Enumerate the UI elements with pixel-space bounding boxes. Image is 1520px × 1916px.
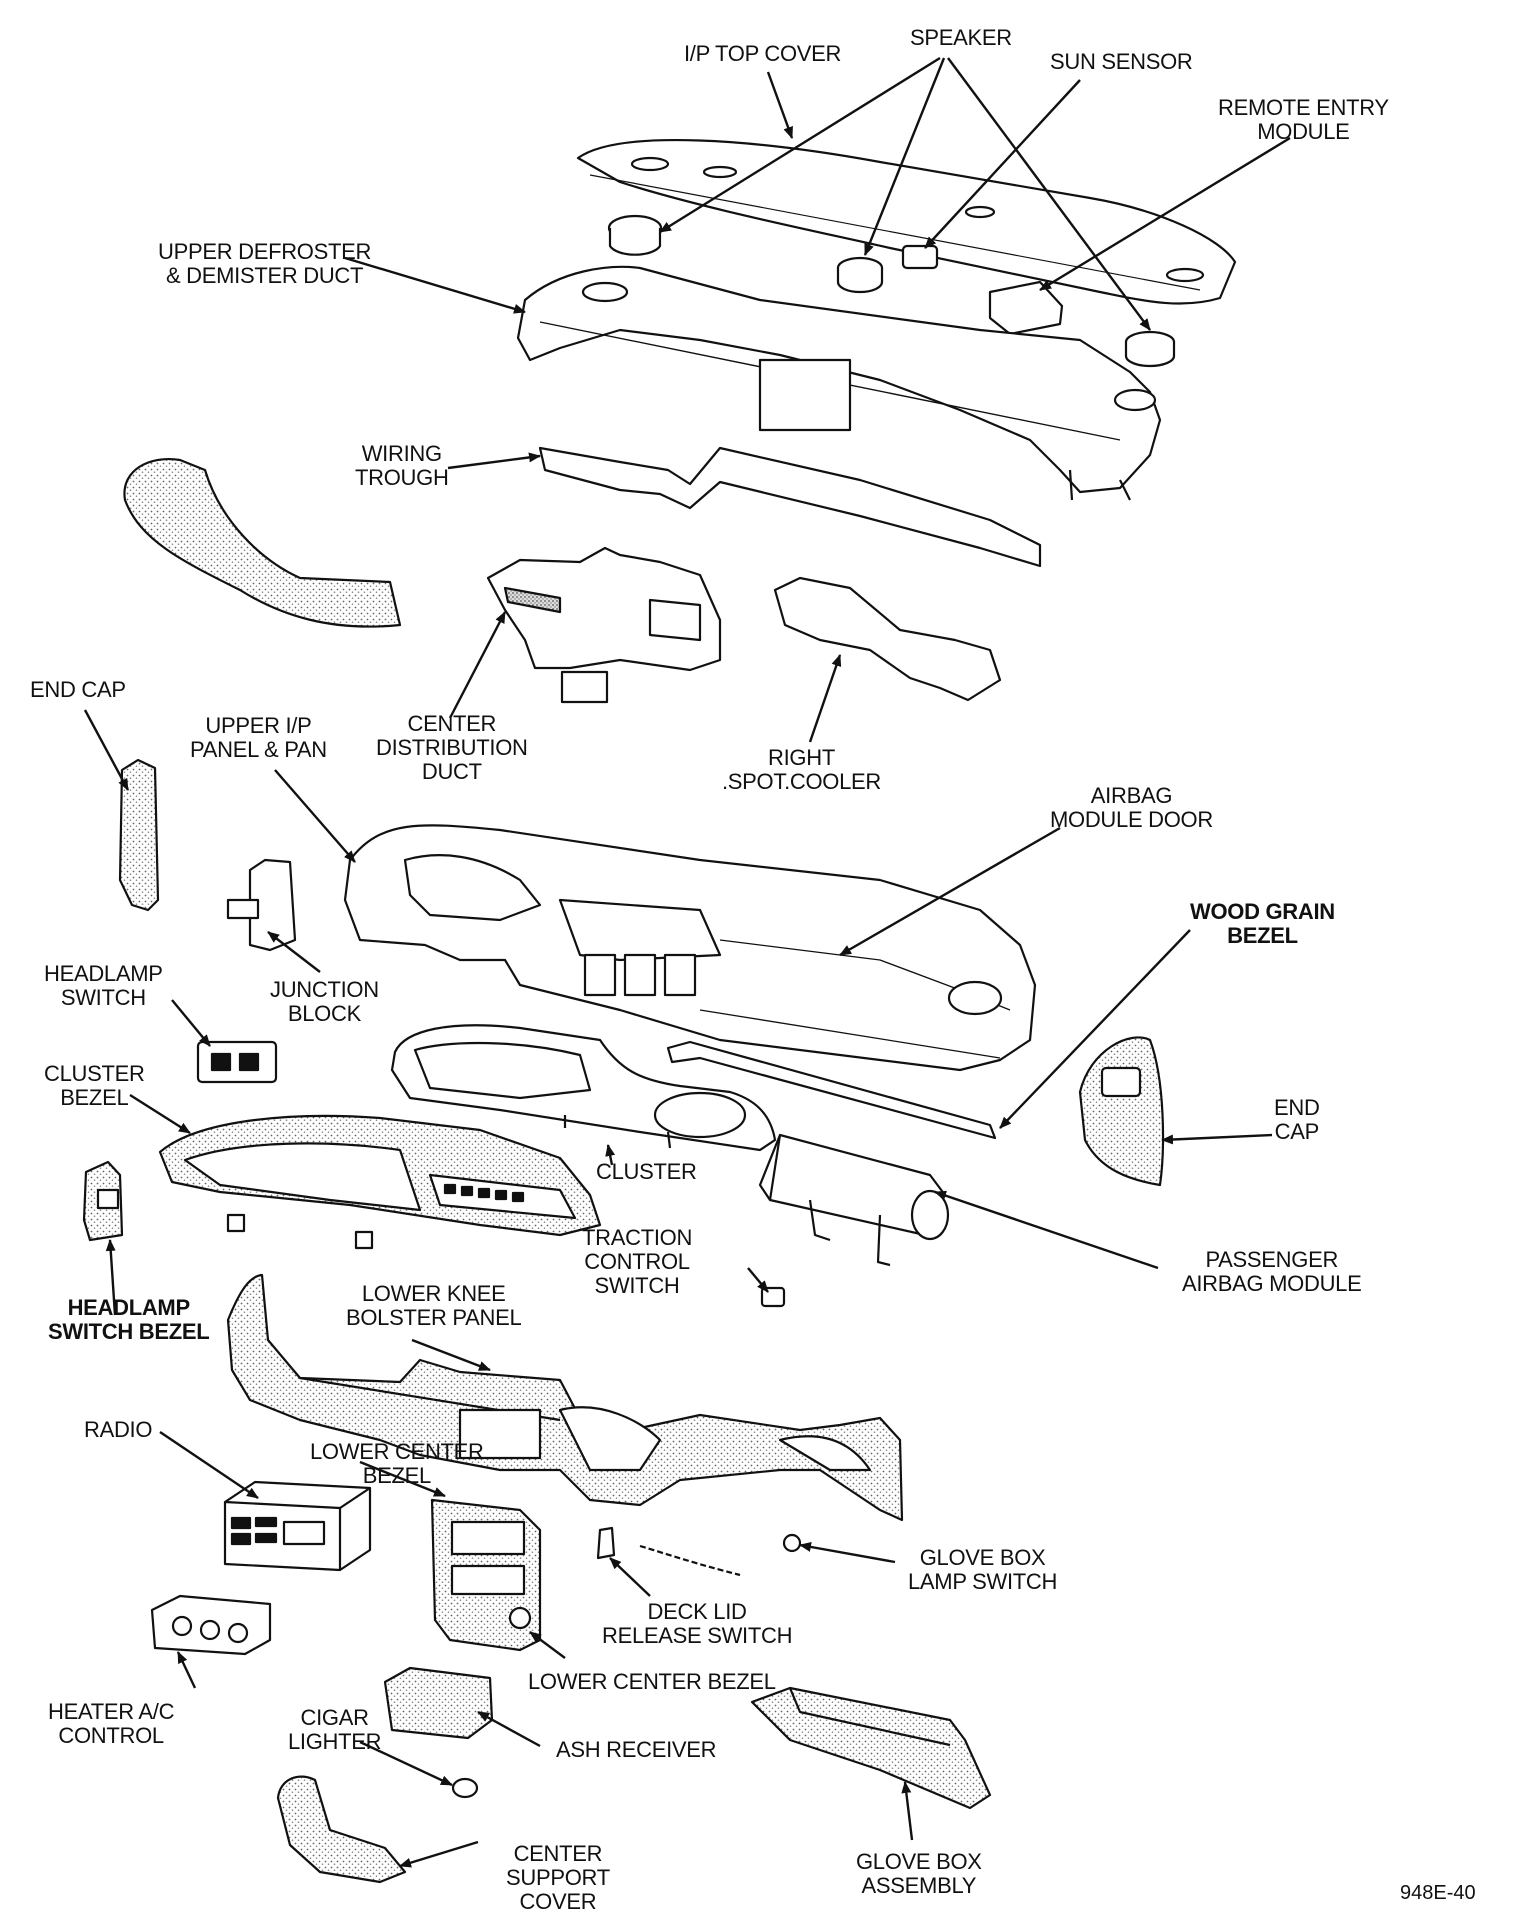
deck-lid-release-switch-part [596,1526,616,1560]
label-lower-knee-bolster-panel: LOWER KNEE BOLSTER PANEL [346,1281,522,1330]
label-glove-box-assembly: GLOVE BOX ASSEMBLY [856,1849,982,1898]
wood-grain-bezel-part [666,1040,997,1140]
label-center-support-cover: CENTER SUPPORT COVER [506,1841,610,1914]
glove-box-assembly-part [750,1686,992,1810]
left-spot-cooler-part [123,457,402,628]
label-ash-receiver: ASH RECEIVER [556,1737,717,1762]
remote-entry-module-part [988,280,1064,336]
label-traction-control-switch: TRACTION CONTROL SWITCH [582,1225,693,1298]
label-upper-defroster-duct: UPPER DEFROSTER & DEMISTER DUCT [158,239,372,288]
label-end-cap-left: END CAP [30,677,126,702]
label-cigar-lighter: CIGAR LIGHTER [288,1705,382,1754]
center-support-cover-part [276,1775,407,1884]
figure-id: 948E-40 [1400,1882,1476,1904]
upper-defroster-duct-part [516,265,1162,501]
sun-sensor-part [901,244,939,270]
label-lower-center-bezel-top: LOWER CENTER BEZEL [310,1439,484,1488]
traction-control-switch-part [760,1286,786,1308]
leader-lines [83,56,1291,1868]
end-cap-right-part [1078,1036,1165,1187]
cigar-lighter-part [451,1777,479,1799]
passenger-airbag-module-part [758,1133,950,1267]
end-cap-left-part [118,758,160,912]
wiring-trough-part [538,446,1042,568]
heater-ac-control-part [150,1594,272,1656]
headlamp-switch-bezel-part [82,1160,124,1242]
upper-ip-panel-part [343,824,1037,1072]
label-remote-entry-module: REMOTE ENTRY MODULE [1218,95,1389,144]
ash-receiver-part [383,1666,494,1740]
glove-box-lamp-switch-part [782,1533,802,1553]
junction-block-part [226,858,297,952]
headlamp-switch-part [196,1040,278,1084]
lower-knee-bolster-part [226,1273,904,1522]
label-radio: RADIO [84,1417,153,1442]
center-distribution-duct-part [486,546,722,704]
label-speaker: SPEAKER [910,25,1012,50]
label-deck-lid-release-switch: DECK LID RELEASE SWITCH [602,1599,793,1648]
label-lower-center-bezel-bottom: LOWER CENTER BEZEL [528,1669,776,1694]
label-airbag-module-door: AIRBAG MODULE DOOR [1050,783,1213,832]
label-wood-grain-bezel: WOOD GRAIN BEZEL [1190,899,1335,948]
label-headlamp-switch: HEADLAMP SWITCH [44,961,163,1010]
label-wiring-trough: WIRING TROUGH [355,441,449,490]
label-upper-ip-panel: UPPER I/P PANEL & PAN [190,713,327,762]
label-end-cap-right: END CAP [1274,1095,1320,1144]
label-heater-ac-control: HEATER A/C CONTROL [48,1699,175,1748]
label-center-distribution-duct: CENTER DISTRIBUTION DUCT [376,711,528,784]
cluster-bezel-part [158,1114,602,1250]
lower-center-bezel-part [430,1498,542,1652]
speaker-part [607,214,1176,368]
label-headlamp-switch-bezel: HEADLAMP SWITCH BEZEL [48,1295,210,1344]
label-cluster-bezel: CLUSTER BEZEL [44,1061,145,1110]
radio-part [223,1480,372,1572]
right-spot-cooler-part [773,576,1002,702]
label-ip-top-cover: I/P TOP COVER [684,41,842,66]
label-junction-block: JUNCTION BLOCK [270,977,379,1026]
label-cluster: CLUSTER [596,1159,697,1184]
label-glove-box-lamp-switch: GLOVE BOX LAMP SWITCH [908,1545,1058,1594]
label-passenger-airbag-module: PASSENGER AIRBAG MODULE [1182,1247,1362,1296]
label-right-spot-cooler: RIGHT .SPOT.COOLER [722,745,881,794]
wiring-harness-part [639,1544,741,1577]
label-sun-sensor: SUN SENSOR [1050,49,1193,74]
cluster-part [390,1024,777,1152]
